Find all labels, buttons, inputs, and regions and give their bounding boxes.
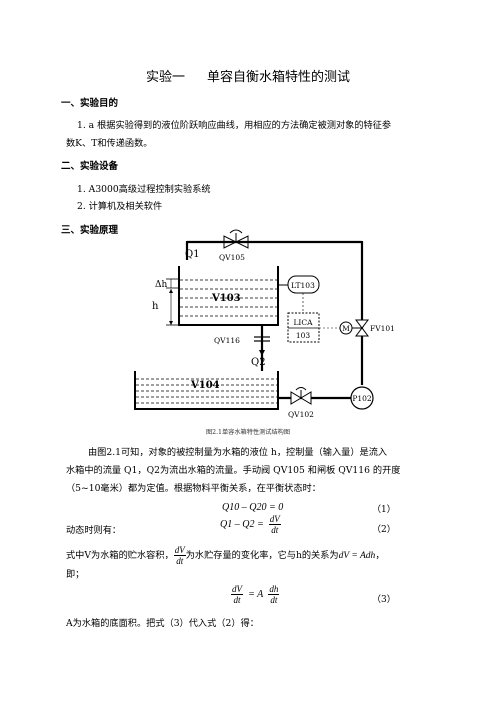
- label-m: M: [342, 324, 350, 333]
- equation-1: Q10 – Q20 = 0: [222, 502, 284, 513]
- valve-qv102-icon: [290, 387, 312, 405]
- equipment-item-2: 2. 计算机及相关软件: [77, 201, 163, 212]
- fraction-numerator: dh: [268, 584, 280, 595]
- section-heading-purpose: 一、实验目的: [61, 98, 119, 109]
- fraction-numerator: dV: [173, 545, 186, 556]
- purpose-line-1: 1. a 根据实验得到的液位阶跃响应曲线，用相应的方法确定被测对象的特征参: [77, 120, 392, 131]
- paragraph-line-2: 水箱中的流量 Q1，Q2为流出水箱的流量。手动阀 QV105 和闸板 QV116…: [66, 465, 401, 476]
- fraction-numerator: dV: [231, 584, 243, 595]
- equation-3-number: （3）: [372, 595, 396, 605]
- label-lica-number: 103: [296, 331, 311, 340]
- equation-2-lhs: Q1 – Q2 =: [220, 519, 264, 530]
- tank-v104: [134, 371, 279, 410]
- purpose-line-2: 数K、T和传递函数。: [66, 138, 153, 149]
- label-v104: V104: [190, 380, 220, 391]
- valve-qv105-icon: [223, 229, 249, 249]
- label-qv116: QV116: [214, 336, 240, 345]
- label-q2: Q2: [251, 357, 266, 368]
- paragraph-line-3: （5~10毫米）都为定值。根据物料平衡关系，在平衡状态时：: [66, 483, 321, 494]
- fraction-denominator: dt: [176, 556, 184, 566]
- fraction-denominator: dt: [233, 595, 241, 605]
- figure-caption: 图2.1单容水箱特性测试结构图: [205, 429, 291, 436]
- section-heading-equipment: 二、实验设备: [61, 161, 119, 172]
- fraction-numerator: dV: [268, 514, 281, 525]
- label-v103: V103: [211, 293, 241, 304]
- equation-1-number: （1）: [372, 505, 396, 515]
- equation-2-number: （2）: [372, 525, 396, 535]
- label-qv105: QV105: [219, 253, 245, 262]
- equation-3-operator: = A: [248, 589, 264, 600]
- fraction-denominator: dt: [270, 595, 278, 605]
- label-lica: LICA: [293, 318, 313, 327]
- paragraph-line-1: 由图2.1可知，对象的被控制量为水箱的液位 h，控制量（输入量）是流入: [88, 447, 388, 458]
- label-q1: Q1: [185, 249, 200, 260]
- volume-relation: dV = Adh: [338, 551, 376, 561]
- valve-fv101-icon: [355, 319, 369, 337]
- equation-2-fraction: dV dt: [268, 514, 281, 535]
- title-part1: 实验一: [145, 70, 185, 85]
- title-part2: 单容自衡水箱特性的测试: [207, 70, 351, 85]
- fraction-denominator: dt: [271, 525, 279, 535]
- volume-text-suffix: ，: [375, 550, 385, 561]
- label-delta-h: Δh: [155, 280, 167, 290]
- lt103-transmitter: [287, 275, 320, 294]
- volume-text-middle: 为水贮存量的变化率，它与h的关系为: [185, 550, 339, 561]
- equation-2-label: 动态时则有：: [66, 525, 122, 536]
- label-qv102: QV102: [288, 410, 314, 419]
- label-p102: P102: [352, 394, 372, 403]
- section-heading-principle: 三、实验原理: [61, 225, 119, 236]
- label-fv101: FV101: [370, 324, 395, 333]
- final-line: A为水箱的底面积。把式（3）代入式（2）得：: [66, 618, 259, 629]
- equation-2: Q1 – Q2 = dV dt: [220, 514, 281, 535]
- page-title: 实验一 单容自衡水箱特性的测试: [0, 66, 496, 85]
- label-h: h: [152, 301, 159, 312]
- lica103-controller: [287, 312, 320, 343]
- volume-line-2: 即；: [66, 569, 85, 580]
- volume-text-prefix: 式中V为水箱的贮水容积，: [66, 550, 174, 561]
- label-lt103: LT103: [291, 281, 315, 290]
- pump-p102-icon: [350, 386, 374, 410]
- equipment-item-1: 1. A3000高级过程控制实验系统: [77, 184, 211, 195]
